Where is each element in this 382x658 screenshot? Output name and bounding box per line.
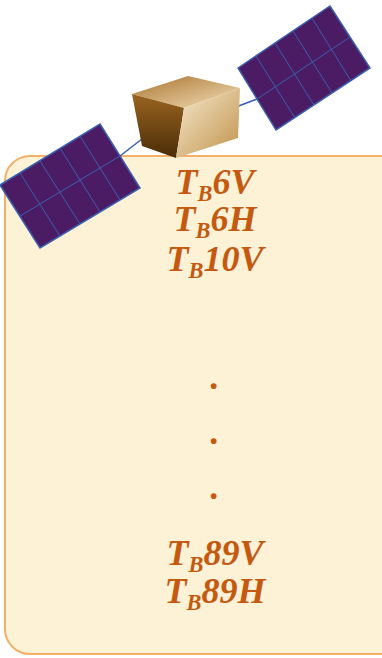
channel-label: TB10V	[6, 239, 382, 284]
channel-label: TB6H	[6, 199, 382, 244]
channel-list-box: TB6VTB6HTB10V...TB89VTB89H	[4, 155, 382, 655]
solar-panel-right	[238, 6, 370, 130]
channel-label: .	[6, 412, 382, 452]
channel-label: .	[6, 467, 382, 507]
channel-label: TB89V	[6, 533, 382, 578]
channel-label: .	[6, 357, 382, 397]
channel-label: TB89H	[6, 571, 382, 616]
satellite-body	[132, 76, 240, 158]
